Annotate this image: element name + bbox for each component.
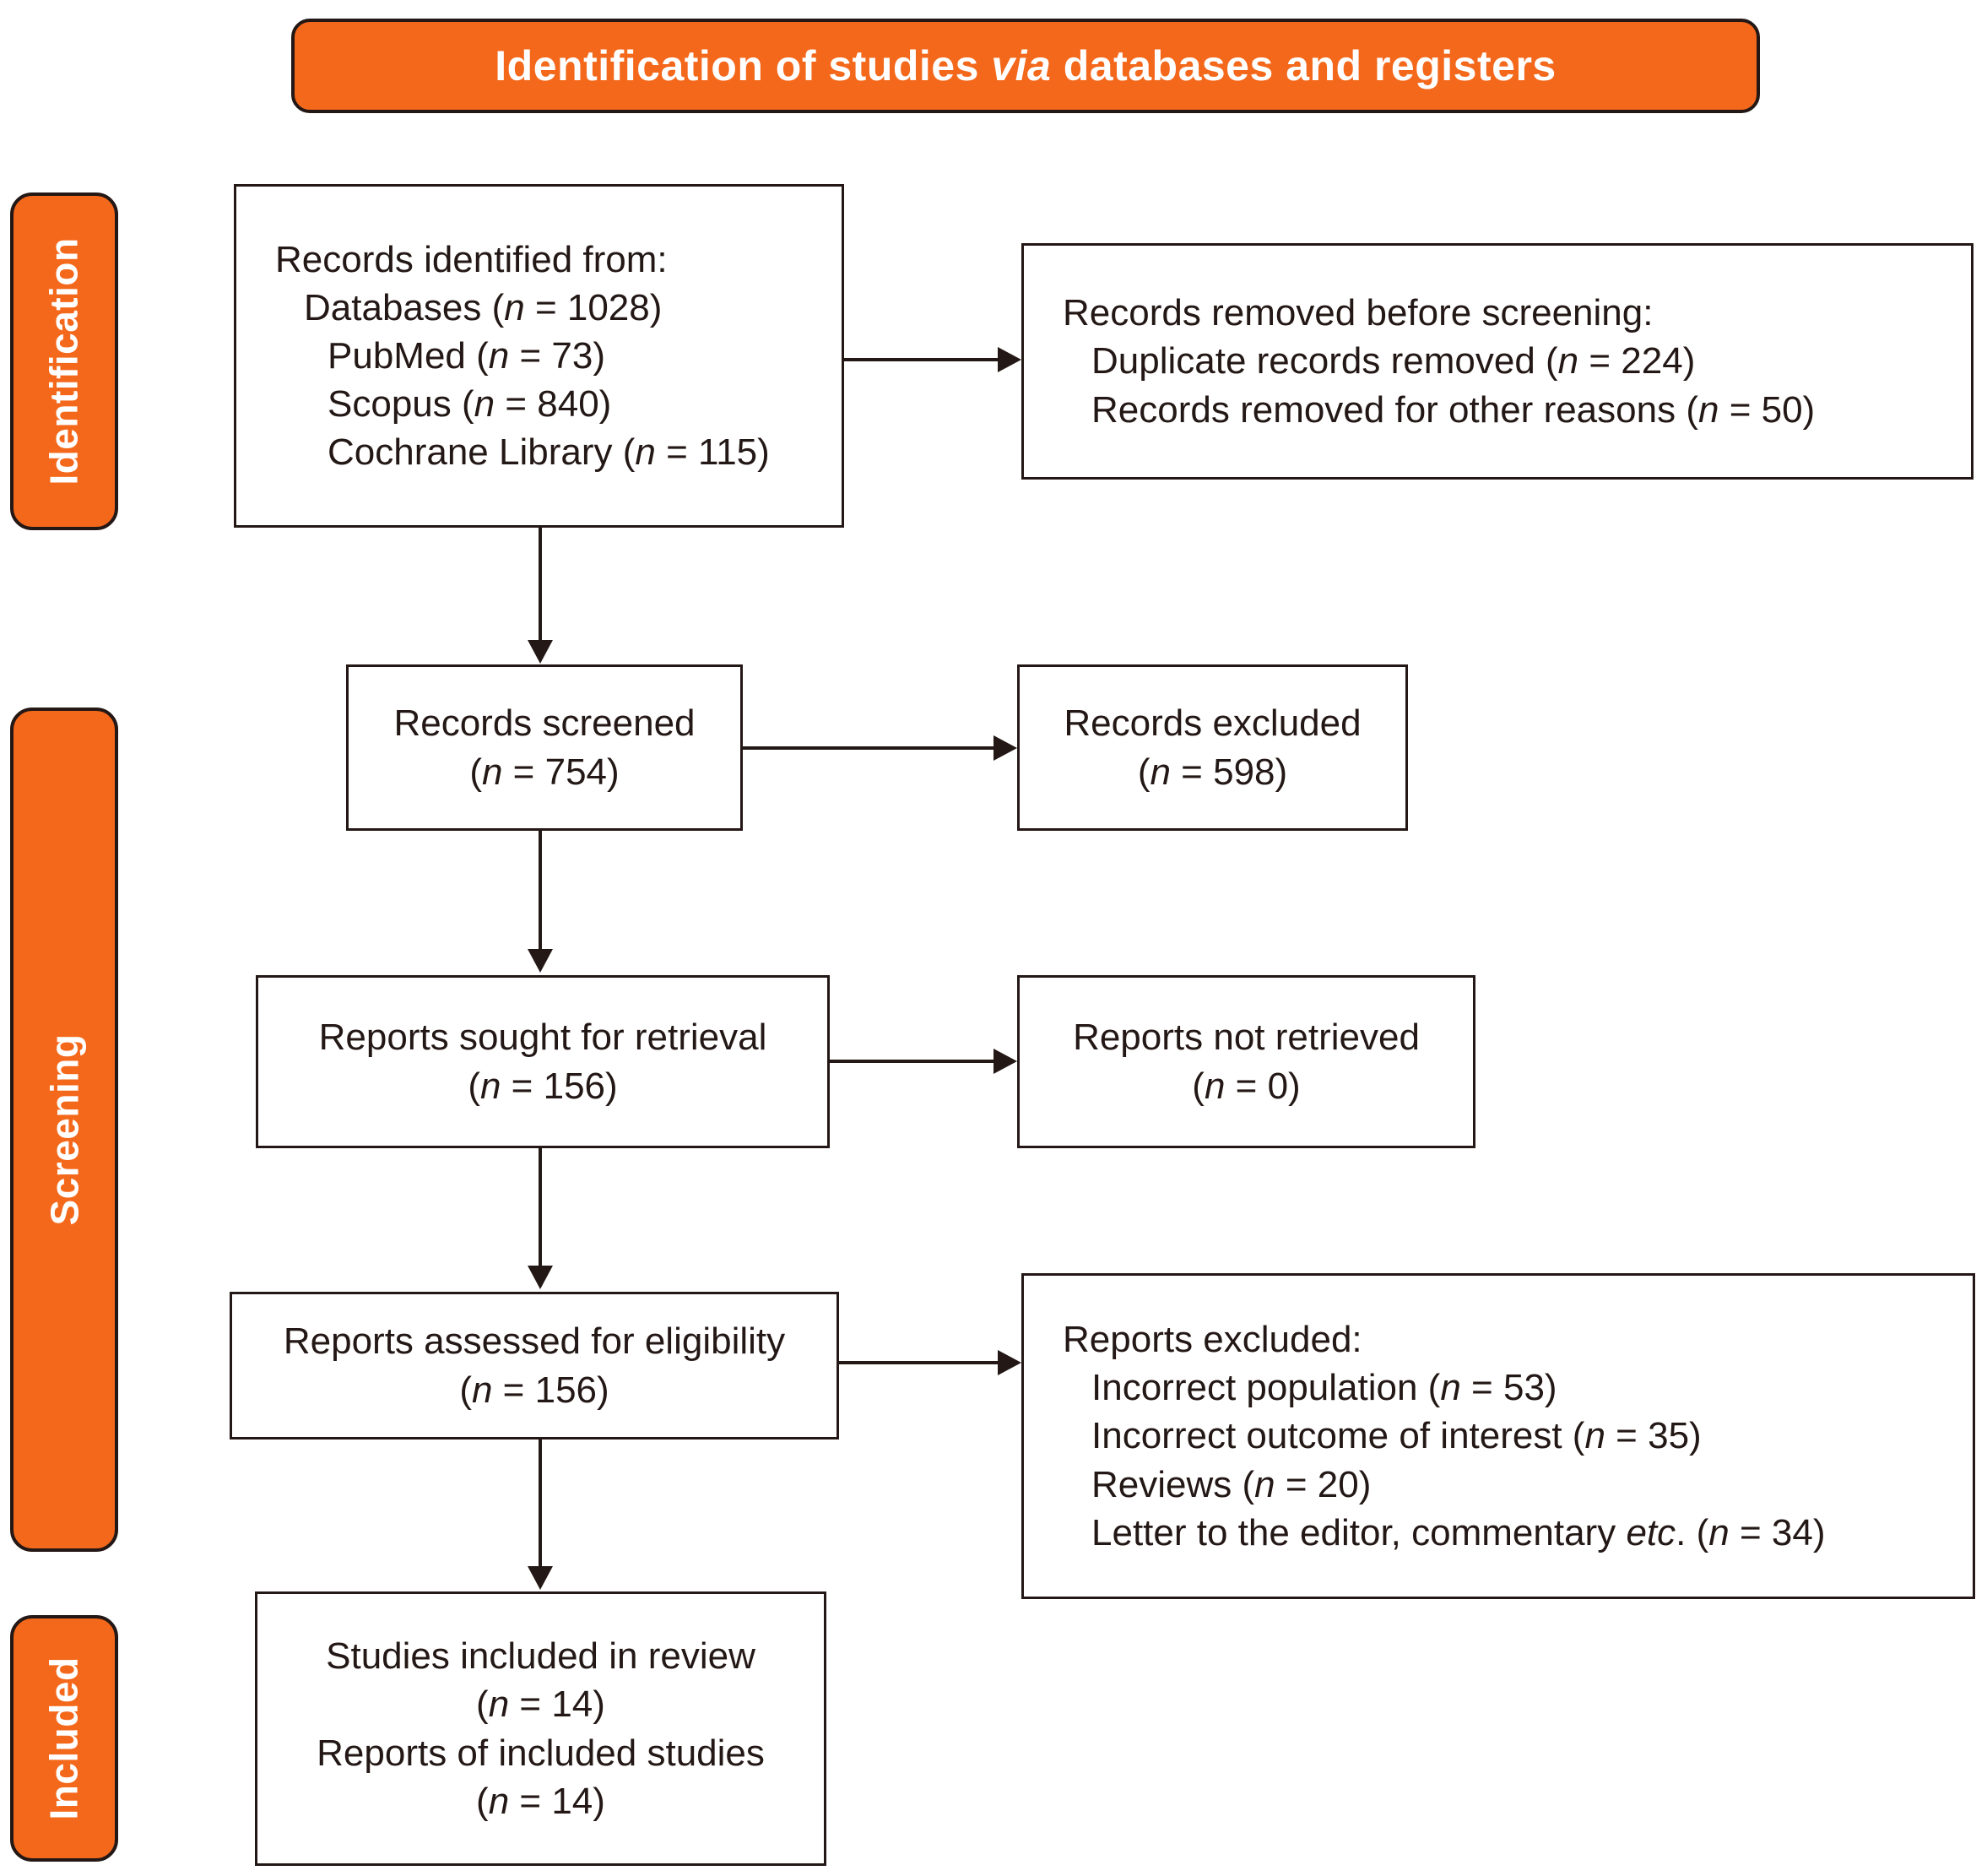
node-line: Incorrect population (n = 53) — [1091, 1367, 1557, 1409]
node-line: Records screened — [393, 702, 696, 745]
connector-identified-to-screened — [539, 528, 542, 640]
node-line: (n = 156) — [459, 1369, 609, 1411]
stage-label-identification: Identification — [10, 192, 118, 530]
node-studies-included: Studies included in review (n = 14) Repo… — [255, 1591, 826, 1866]
stage-label-included-text: Included — [42, 1656, 86, 1820]
node-line: (n = 156) — [468, 1065, 618, 1107]
node-line: (n = 14) — [476, 1780, 605, 1822]
node-line: Records identified from: — [275, 238, 668, 280]
arrowhead-identified-to-screened — [528, 640, 553, 664]
node-line: Cochrane Library (n = 115) — [328, 431, 770, 474]
node-line: Reviews (n = 20) — [1091, 1463, 1372, 1505]
stage-label-identification-text: Identification — [42, 237, 87, 485]
node-line: Duplicate records removed (n = 224) — [1091, 340, 1696, 382]
node-reports-assessed: Reports assessed for eligibility (n = 15… — [230, 1292, 839, 1440]
header-banner: Identification of studies via databases … — [291, 19, 1760, 113]
node-line: Reports sought for retrieval — [318, 1017, 767, 1059]
node-line: PubMed (n = 73) — [328, 334, 605, 377]
node-line: Reports not retrieved — [1073, 1017, 1420, 1059]
arrowhead-assessed-to-reportsexcluded — [998, 1350, 1021, 1375]
connector-screened-to-excluded — [743, 746, 994, 750]
node-line: Studies included in review — [326, 1635, 755, 1678]
arrowhead-screened-to-sought — [528, 949, 553, 973]
header-title-after: databases and registers — [1051, 42, 1557, 89]
node-line: (n = 0) — [1192, 1065, 1301, 1107]
node-line: Letter to the editor, commentary etc. (n… — [1091, 1511, 1826, 1553]
node-reports-not-retrieved: Reports not retrieved (n = 0) — [1017, 975, 1475, 1148]
stage-label-included: Included — [10, 1615, 118, 1862]
node-records-excluded: Records excluded (n = 598) — [1017, 664, 1408, 831]
header-title-before: Identification of studies — [495, 42, 992, 89]
node-reports-sought: Reports sought for retrieval (n = 156) — [256, 975, 830, 1148]
node-line: (n = 598) — [1137, 751, 1288, 793]
connector-identified-to-removed — [844, 358, 998, 361]
node-records-removed: Records removed before screening: Duplic… — [1021, 243, 1973, 480]
stage-label-screening: Screening — [10, 708, 118, 1552]
arrowhead-identified-to-removed — [998, 347, 1021, 372]
header-title-emphasis: via — [991, 42, 1052, 89]
connector-sought-to-notretrieved — [830, 1060, 994, 1063]
arrowhead-sought-to-assessed — [528, 1266, 553, 1289]
header-title: Identification of studies via databases … — [495, 41, 1556, 90]
node-line: Databases (n = 1028) — [304, 286, 663, 328]
arrowhead-sought-to-notretrieved — [994, 1049, 1017, 1074]
node-line: Records excluded — [1064, 702, 1362, 745]
node-records-screened: Records screened (n = 754) — [346, 664, 743, 831]
node-line: Incorrect outcome of interest (n = 35) — [1091, 1415, 1702, 1457]
arrowhead-screened-to-excluded — [994, 735, 1017, 761]
node-line: Scopus (n = 840) — [328, 383, 612, 426]
connector-screened-to-sought — [539, 831, 542, 949]
node-records-identified: Records identified from: Databases (n = … — [234, 184, 844, 528]
stage-label-screening-text: Screening — [42, 1033, 87, 1226]
connector-sought-to-assessed — [539, 1148, 542, 1266]
connector-assessed-to-reportsexcluded — [839, 1361, 998, 1364]
node-reports-excluded: Reports excluded: Incorrect population (… — [1021, 1273, 1975, 1599]
node-line: (n = 14) — [476, 1684, 605, 1726]
connector-assessed-to-included — [539, 1440, 542, 1566]
node-line: Records removed for other reasons (n = 5… — [1091, 388, 1816, 431]
arrowhead-assessed-to-included — [528, 1566, 553, 1590]
node-line: Records removed before screening: — [1063, 292, 1654, 334]
node-line: (n = 754) — [469, 751, 620, 793]
node-line: Reports of included studies — [317, 1732, 765, 1774]
node-line: Reports assessed for eligibility — [283, 1320, 786, 1363]
node-line: Reports excluded: — [1063, 1319, 1362, 1361]
